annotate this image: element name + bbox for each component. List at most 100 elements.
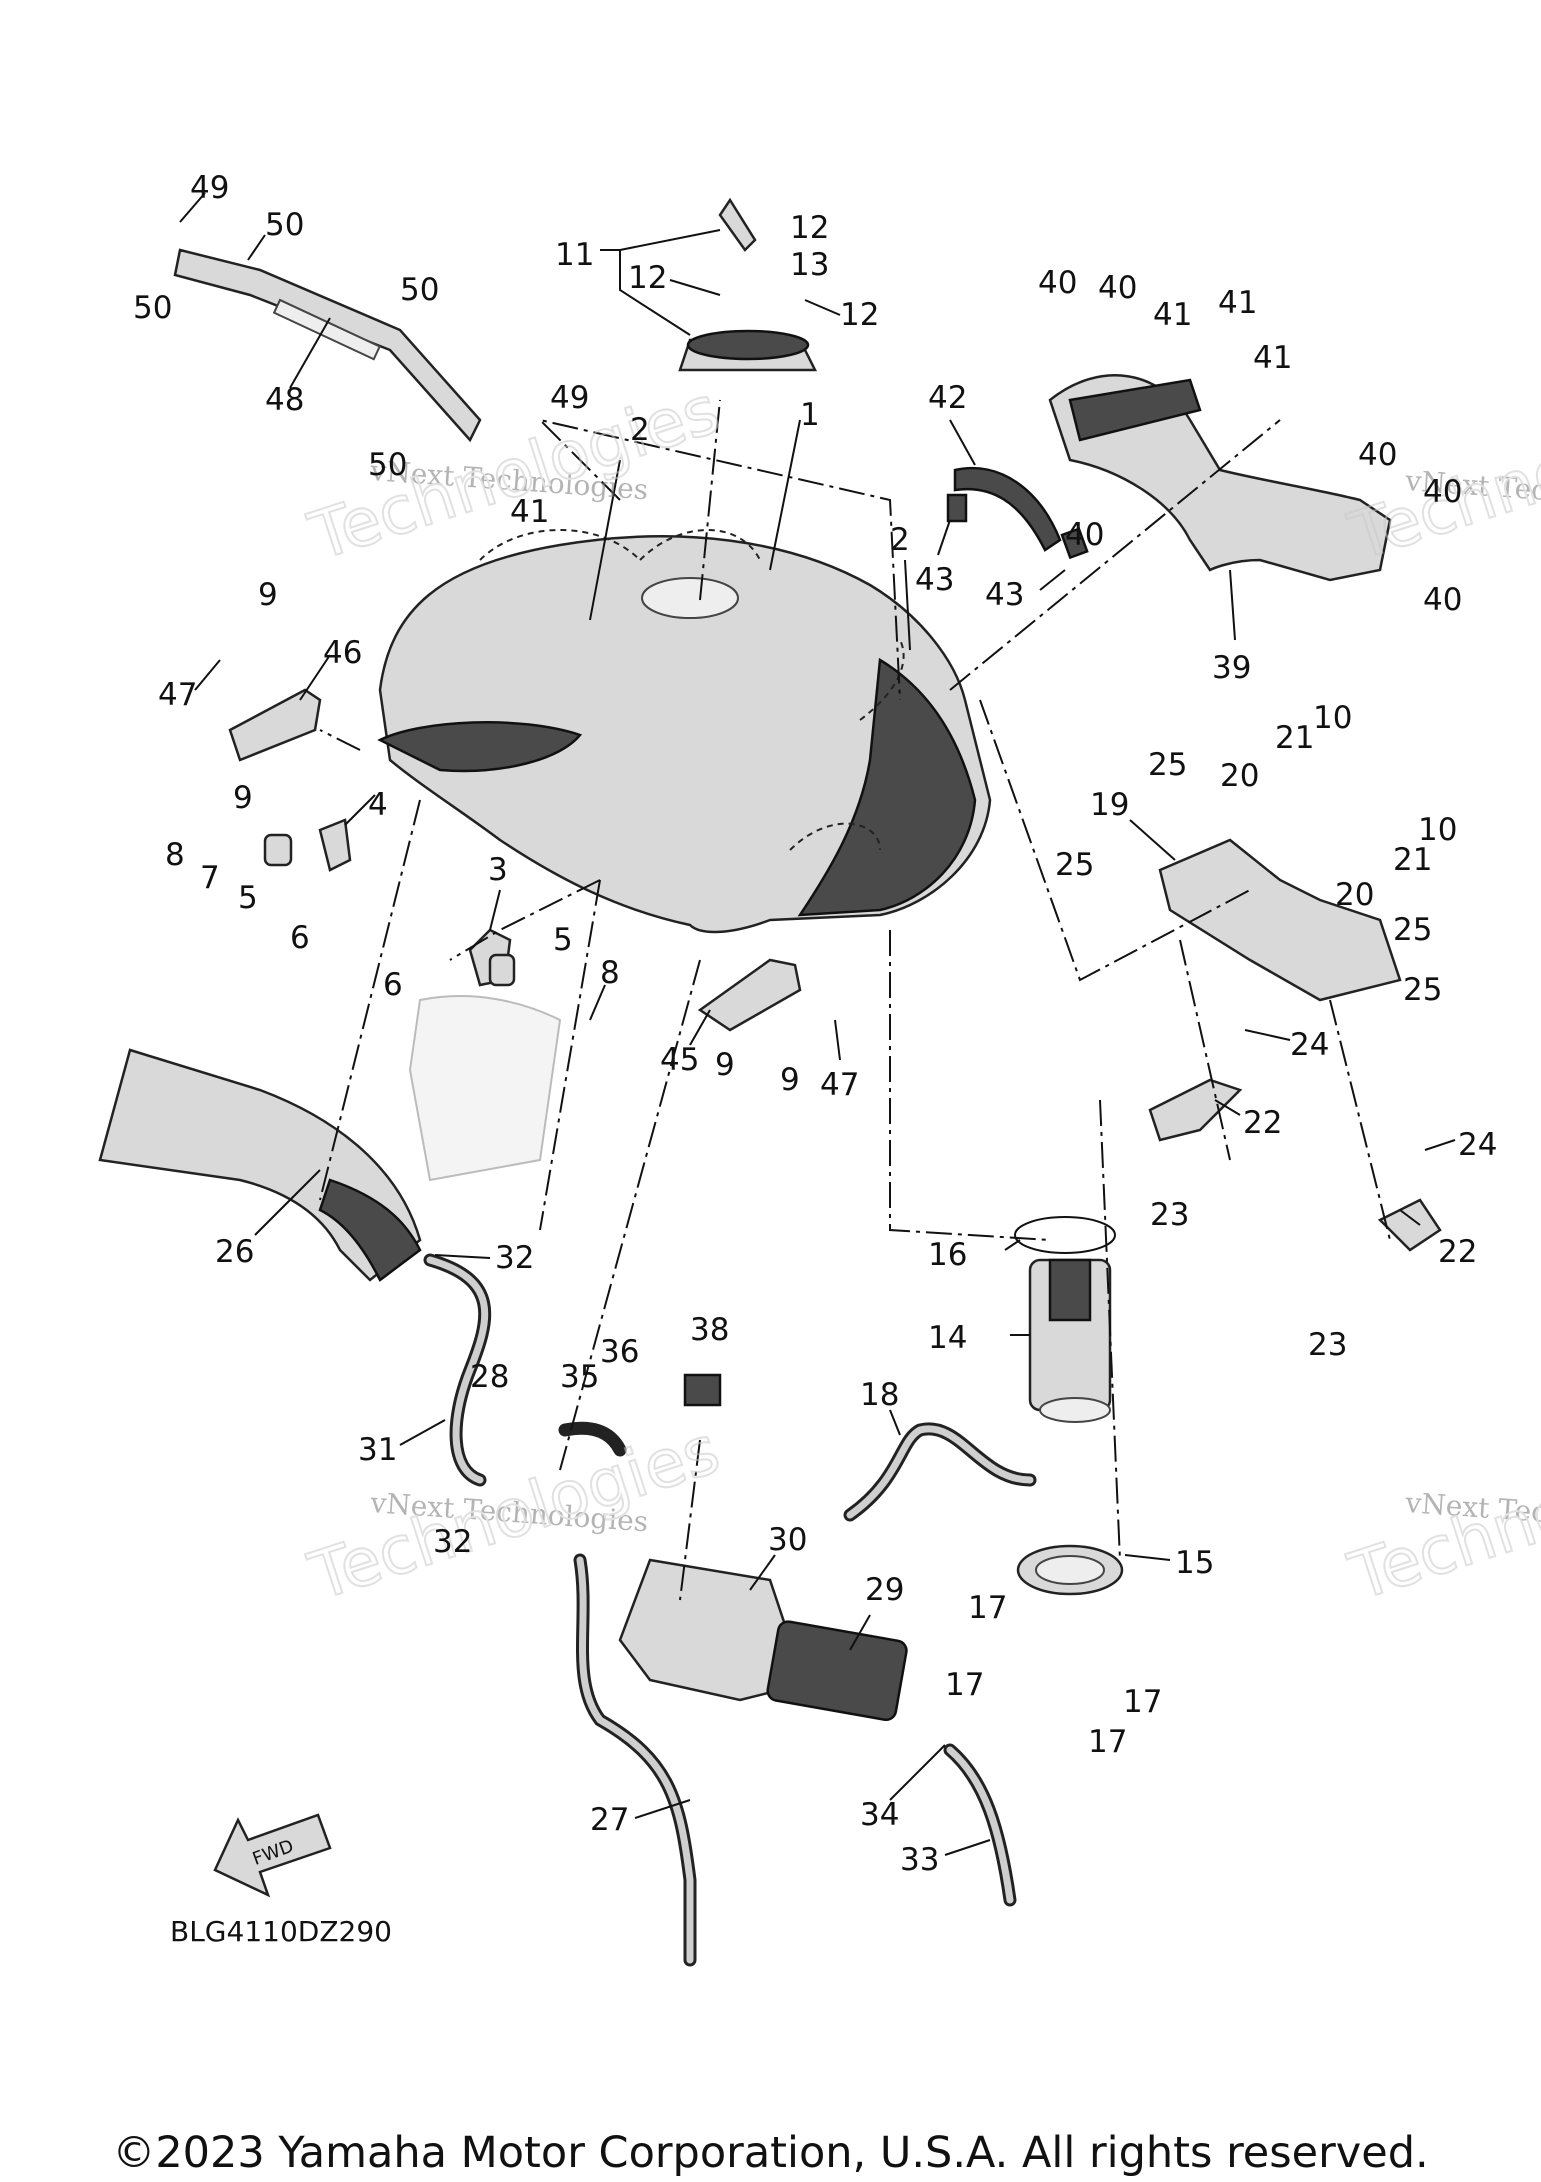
cover-42 [953,466,1062,552]
leader-43a [937,519,951,556]
callout: 48 [265,382,304,418]
callout: 14 [928,1320,967,1356]
callout: 1 [800,397,820,433]
assy-line-9 [319,799,421,1201]
bracket-22-lower [1377,1198,1442,1252]
bracket-22-upper [1148,1078,1243,1142]
callout: 21 [1393,842,1432,878]
callout: 43 [985,577,1024,613]
bracket-19 [1158,838,1402,1002]
bracket-4 [318,818,352,872]
callout: 41 [1218,285,1257,321]
assembly-lines [319,399,1391,1601]
fwd-arrow: FWD [213,1813,332,1898]
assy-line-5 [1179,939,1231,1161]
callout: 40 [1065,517,1104,553]
callout: 50 [133,290,172,326]
callout: 50 [400,272,439,308]
callout: 40 [1358,437,1397,473]
cover-26-shade [318,1178,422,1282]
hose-33-in [946,1746,1014,1904]
callout: 4 [368,787,388,823]
callout: 49 [550,380,589,416]
damper-43-b [1060,527,1089,560]
leader-24b [1424,1139,1456,1151]
callout: 23 [1150,1197,1189,1233]
callout: 12 [790,210,829,246]
leader-12a [669,279,721,296]
assy-line-13 [449,879,601,961]
callout: 21 [1275,720,1314,756]
fuel-pump-base [1039,1397,1111,1423]
callout: 15 [1175,1545,1214,1581]
assy-line-14 [536,418,901,701]
hose-27-in [576,1556,694,1964]
callout: 38 [690,1312,729,1348]
assy-line-7 [889,930,1051,1241]
callout: 40 [1098,270,1137,306]
callout: 32 [433,1524,472,1560]
assy-line-3 [319,729,361,751]
leader-30 [749,1554,776,1591]
callout: 22 [1438,1234,1477,1270]
callout: 10 [1313,700,1352,736]
callout: 5 [238,880,258,916]
callout: 43 [915,562,954,598]
watermark-4-line2: Technologies [1340,1411,1541,1616]
callout: 10 [1418,812,1457,848]
leader-1 [769,419,801,571]
callout: 27 [590,1802,629,1838]
callout: 2 [630,412,650,448]
callout: 41 [1153,297,1192,333]
callout: 41 [510,494,549,530]
callout: 20 [1220,758,1259,794]
leader-2b [904,559,911,651]
callout: 24 [1458,1127,1497,1163]
callout: 12 [628,260,667,296]
callout: 49 [190,170,229,206]
callout: 19 [1090,787,1129,823]
callout: 9 [715,1047,735,1083]
callout: 11 [555,237,594,273]
damper-5-right [488,953,516,987]
leader-34 [889,1744,946,1801]
callouts: 49 50 50 50 48 49 50 11 12 12 13 12 2 1 … [133,170,1497,1878]
callout: 35 [560,1359,599,1395]
tank-chain-2 [639,529,761,561]
callout: 17 [968,1590,1007,1626]
bracket-48-bar [272,298,382,361]
callout: 28 [470,1359,509,1395]
bracket-48 [173,248,482,443]
leader-49a [179,192,206,223]
assy-line-11 [559,959,701,1471]
leader-29 [849,1614,871,1651]
leader-4 [344,794,376,826]
fuel-tank-shade [797,657,977,917]
callout: 45 [660,1042,699,1078]
tank-chain-1 [479,529,641,561]
hose-33 [943,1743,1017,1907]
copyright-notice: ©2023 Yamaha Motor Corporation, U.S.A. A… [112,2128,1429,2178]
frame-ghost [408,995,562,1182]
assy-line-10 [539,879,601,1231]
leader-16 [1004,1239,1021,1251]
callout: 41 [1253,340,1292,376]
leader-47b [834,1019,841,1061]
part-drawings [98,197,1442,1967]
callout: 40 [1423,474,1462,510]
callout: 2 [890,522,910,558]
assy-line-6 [1329,999,1391,1241]
hose-18-in [846,1425,1034,1519]
canister-29 [766,1620,908,1722]
callout: 34 [860,1797,899,1833]
callout: 36 [600,1334,639,1370]
callout: 50 [368,447,407,483]
leader-43b [1039,569,1066,591]
damper-5-left [263,833,293,867]
leader-47a [194,659,221,691]
leader-15 [1124,1554,1171,1561]
callout: 13 [790,247,829,283]
leader-33 [944,1839,991,1856]
fuel-cap-top [686,329,810,361]
callout: 25 [1055,847,1094,883]
